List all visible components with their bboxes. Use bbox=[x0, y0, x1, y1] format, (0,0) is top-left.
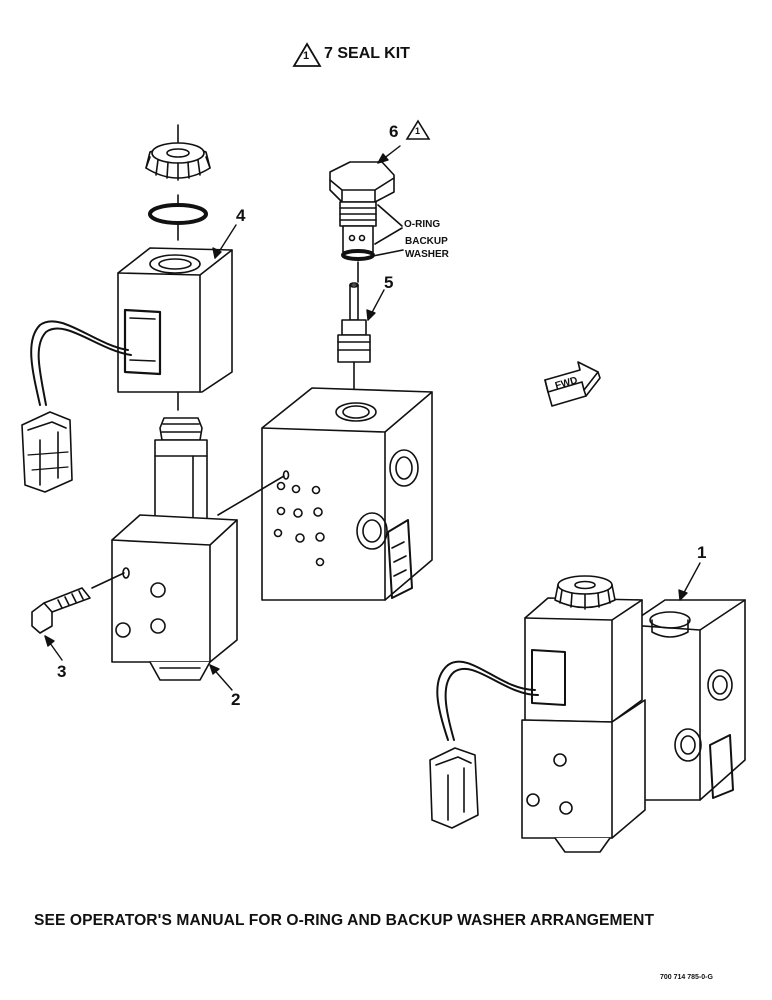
callout-item-6-note: 1 bbox=[405, 119, 431, 141]
seal-kit-label: 7 SEAL KIT bbox=[324, 45, 410, 62]
callout-item-6-note-number: 1 bbox=[415, 126, 421, 136]
solenoid-coil bbox=[117, 247, 233, 411]
coil-wire-harness bbox=[21, 320, 132, 493]
oring-leaders bbox=[372, 204, 404, 257]
callout-item-3: 3 bbox=[57, 662, 67, 681]
callout-item-4: 4 bbox=[236, 206, 246, 225]
mounting-bolt bbox=[31, 587, 91, 634]
callout-leaders bbox=[44, 145, 701, 691]
note-triangle-number: 1 bbox=[303, 50, 310, 62]
fwd-arrow-icon bbox=[544, 361, 601, 407]
note-triangle-icon bbox=[405, 119, 431, 140]
coil-nut bbox=[145, 124, 211, 181]
manifold-block bbox=[261, 387, 433, 601]
plunger bbox=[337, 282, 371, 396]
backup-label-line2: WASHER bbox=[405, 249, 449, 260]
part-code: 700 714 785-0-G bbox=[660, 974, 713, 981]
port-alignment-line bbox=[217, 475, 285, 516]
callout-item-6: 6 bbox=[389, 122, 399, 141]
oring-label: O-RING bbox=[404, 219, 441, 230]
callout-item-2: 2 bbox=[231, 690, 241, 709]
valve-body bbox=[111, 514, 238, 681]
coil-oring bbox=[148, 194, 208, 241]
note-triangle-icon bbox=[292, 42, 322, 67]
callout-item-1: 1 bbox=[697, 543, 707, 562]
footer-note: SEE OPERATOR'S MANUAL FOR O-RING AND BAC… bbox=[34, 912, 655, 929]
valve-tube bbox=[154, 417, 208, 546]
assembled-valve bbox=[429, 575, 746, 853]
bolt-alignment-line bbox=[91, 572, 125, 589]
backup-label-line1: BACKUP bbox=[405, 236, 448, 247]
relief-cartridge bbox=[329, 161, 395, 283]
callout-item-5: 5 bbox=[384, 273, 394, 292]
